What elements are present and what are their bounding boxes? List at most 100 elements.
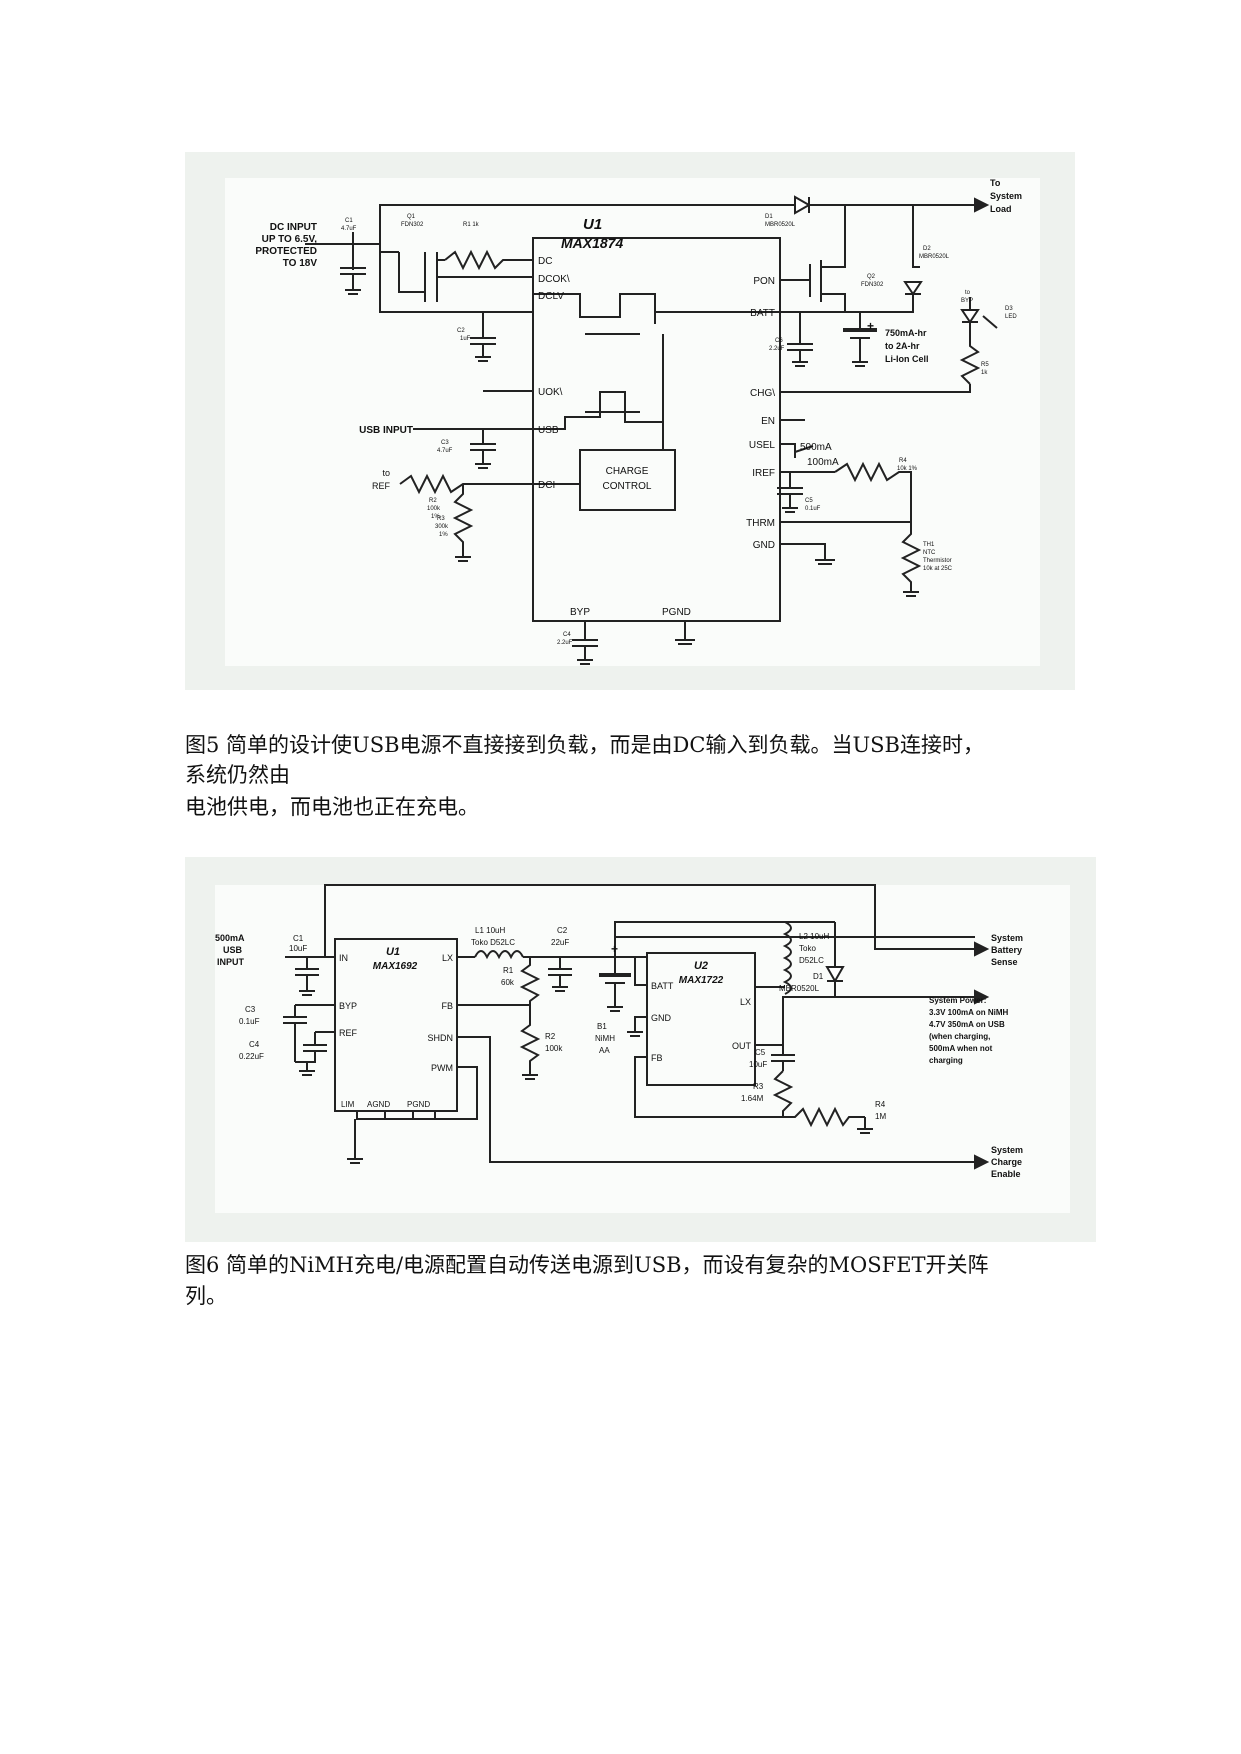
battery-label-3: Li-Ion Cell — [885, 354, 929, 364]
u1-pin-ref: REF — [339, 1028, 358, 1038]
to-system-load-3: Load — [990, 204, 1012, 214]
c2-label: C2 — [557, 926, 568, 935]
c3-label: C3 — [441, 440, 449, 446]
r5-value: 1k — [981, 370, 988, 376]
r4-resistor — [783, 1106, 865, 1128]
arrow-system-charge-enable — [974, 1154, 990, 1170]
d1-label: D1 — [813, 972, 824, 981]
c4-label: C4 — [563, 632, 571, 638]
c3-value: 0.1uF — [239, 1017, 260, 1026]
c5-label: C5 — [805, 498, 813, 504]
r2-label: R2 — [429, 498, 437, 504]
l2-series: D52LC — [799, 956, 824, 965]
l2-part: Toko — [799, 944, 816, 953]
c6-value: 2.2uF — [769, 346, 785, 352]
q2-part: FDN302 — [861, 282, 884, 288]
th1-desc: Thermistor — [923, 558, 952, 564]
d2-part: MBR0520L — [919, 254, 950, 260]
b1-type: NiMH — [595, 1034, 615, 1043]
u1-pin-pgnd: PGND — [407, 1100, 430, 1109]
u1-pin-lim: LIM — [341, 1100, 355, 1109]
r1-label: R1 — [503, 966, 514, 975]
th1-type: NTC — [923, 550, 936, 556]
charge-control-label-2: CONTROL — [603, 481, 652, 492]
d1-label: D1 — [765, 214, 773, 220]
r2-value: 100k — [427, 506, 441, 512]
r3-label: R3 — [437, 516, 445, 522]
r5-resistor — [959, 334, 981, 385]
arrow-to-system-load — [974, 197, 990, 213]
u2-pin-out: OUT — [732, 1041, 752, 1051]
d3-label: D3 — [1005, 306, 1013, 312]
c1-label: C1 — [293, 934, 304, 943]
u2-part-label: MAX1722 — [679, 975, 724, 986]
byp-to-label: to — [965, 290, 971, 296]
pin-chg: CHG\ — [750, 388, 775, 399]
c2-label: C2 — [457, 328, 465, 334]
pin-dc: DC — [538, 256, 552, 267]
pin-dcok: DCOK\ — [538, 274, 570, 285]
usb-input-label-2: USB — [223, 945, 243, 955]
figure-5-caption-line-1: 图5 简单的设计使USB电源不直接接到负载，而是由DC输入到负载。当USB连接时… — [185, 733, 984, 757]
pin-batt: BATT — [750, 308, 775, 319]
u1-part-label: MAX1692 — [373, 961, 418, 972]
charge-enable-label-1: System — [991, 1145, 1023, 1155]
pin-thrm: THRM — [746, 518, 775, 529]
b1-label: B1 — [597, 1022, 607, 1031]
byp-label: BYP — [961, 298, 973, 304]
pin-gnd: GND — [753, 540, 775, 551]
c3-label: C3 — [245, 1005, 256, 1014]
figure-5-caption-line-2: 系统仍然由 — [185, 763, 290, 787]
r4-label: R4 — [875, 1100, 886, 1109]
u1-pin-lx: LX — [442, 953, 453, 963]
u1-max1874-chip — [532, 237, 781, 622]
c1-value: 10uF — [289, 944, 307, 953]
pin-dci: DCI — [538, 480, 555, 491]
r1-value: 60k — [501, 978, 515, 987]
c5-label: C5 — [755, 1048, 766, 1057]
system-power-label-2: 3.3V 100mA on NiMH — [929, 1008, 1009, 1017]
r3-resistor — [452, 484, 474, 557]
r4-resistor — [780, 461, 912, 523]
battery-label-1: 750mA-hr — [885, 328, 927, 338]
battery-plus-sign: + — [867, 319, 874, 333]
u1-pin-agnd: AGND — [367, 1100, 390, 1109]
u1-pin-pwm: PWM — [431, 1063, 453, 1073]
u1-ref-label: U1 — [386, 946, 400, 958]
q2-label: Q2 — [867, 274, 876, 280]
c3-value: 4.7uF — [437, 448, 453, 454]
r2-resistor — [519, 1017, 541, 1075]
r1-label: R1 1k — [463, 222, 480, 228]
r3-label: R3 — [753, 1082, 764, 1091]
to-ref-label-1: to — [382, 468, 390, 478]
u1-pin-byp: BYP — [339, 1001, 357, 1011]
d2-label: D2 — [923, 246, 931, 252]
l1-label: L1 10uH — [475, 926, 505, 935]
figure-6-schematic: 500mA USB INPUT U1 MAX1692 IN LX BYP FB … — [215, 884, 1023, 1179]
c2-value: 22uF — [551, 938, 569, 947]
c6-label: C6 — [775, 338, 783, 344]
d3-type: LED — [1005, 314, 1017, 320]
pin-pgnd: PGND — [662, 607, 691, 618]
c5-value: 0.1uF — [805, 506, 821, 512]
r5-label: R5 — [981, 362, 989, 368]
figure-6-caption-line-1: 图6 简单的NiMH充电/电源配置自动传送电源到USB，而设有复杂的MOSFET… — [185, 1253, 989, 1277]
figure-6-caption-line-2: 列。 — [185, 1284, 227, 1308]
dc-input-label-4: TO 18V — [283, 258, 318, 269]
l2-label: L2 10uH — [799, 932, 829, 941]
pin-en: EN — [761, 416, 775, 427]
pin-uok: UOK\ — [538, 387, 563, 398]
to-system-load-2: System — [990, 191, 1022, 201]
l1-part: Toko D52LC — [471, 938, 515, 947]
figure-6: 500mA USB INPUT U1 MAX1692 IN LX BYP FB … — [185, 857, 1096, 1242]
u1-part-label: MAX1874 — [561, 235, 623, 251]
pin-dclv: DCLV — [538, 291, 564, 302]
usel-100ma: 100mA — [807, 457, 839, 468]
r2-resistor — [399, 473, 533, 495]
r3-tolerance: 1% — [439, 532, 448, 538]
charge-control-block — [579, 449, 676, 511]
pin-usel: USEL — [749, 440, 776, 451]
c5-value: 10uF — [749, 1060, 767, 1069]
r3-value: 1.64M — [741, 1094, 764, 1103]
battery-plus-sign: + — [611, 942, 618, 956]
